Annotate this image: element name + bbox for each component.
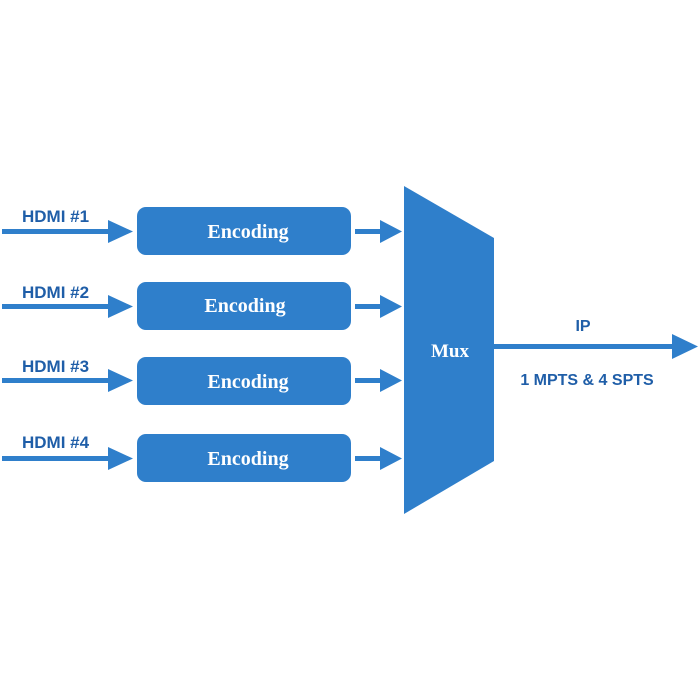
hdmi-2-arrow-head-icon	[108, 295, 133, 318]
hdmi-4-label: HDMI #4	[22, 433, 90, 452]
hdmi-3-arrow-head-icon	[108, 369, 133, 392]
hdmi-2-label: HDMI #2	[22, 283, 89, 302]
encoding-box-2	[137, 282, 351, 330]
hdmi-3-arrow-shaft	[2, 378, 112, 383]
mux-block	[404, 186, 494, 514]
hdmi-2-arrow-shaft	[2, 304, 112, 309]
encoding-1-label: Encoding	[207, 221, 288, 243]
hdmi-4-arrow-head-icon	[108, 447, 133, 470]
hdmi-1-label: HDMI #1	[22, 207, 89, 226]
encoding-2-arrow-head-icon	[380, 295, 402, 318]
encoding-3-label: Encoding	[207, 371, 288, 393]
hdmi-3-label: HDMI #3	[22, 357, 89, 376]
output-caption: 1 MPTS & 4 SPTS	[520, 372, 654, 389]
hdmi-4-arrow-shaft	[2, 456, 112, 461]
output-arrow-head-icon	[672, 334, 698, 359]
input-row-3: HDMI #3 Encoding	[2, 357, 402, 405]
input-row-4: HDMI #4 Encoding	[2, 433, 402, 482]
encoding-box-1	[137, 207, 351, 255]
output-arrow	[494, 334, 698, 359]
hdmi-1-arrow-head-icon	[108, 220, 133, 243]
encoding-2-label: Encoding	[204, 295, 285, 317]
encoding-4-label: Encoding	[207, 448, 288, 470]
encoding-1-arrow-shaft	[355, 229, 383, 234]
encoding-4-arrow-head-icon	[380, 447, 402, 470]
encoding-box-3	[137, 357, 351, 405]
input-row-1: HDMI #1 Encoding	[2, 207, 402, 255]
mux-label: Mux	[431, 341, 470, 362]
encoding-2-arrow-shaft	[355, 304, 383, 309]
encoding-1-arrow-head-icon	[380, 220, 402, 243]
encoding-3-arrow-head-icon	[380, 369, 402, 392]
encoding-box-4	[137, 434, 351, 482]
hdmi-1-arrow-shaft	[2, 229, 112, 234]
encoding-4-arrow-shaft	[355, 456, 383, 461]
input-row-2: HDMI #2 Encoding	[2, 282, 402, 330]
output-label: IP	[575, 318, 590, 335]
output-arrow-shaft	[494, 344, 676, 349]
encoding-3-arrow-shaft	[355, 378, 383, 383]
